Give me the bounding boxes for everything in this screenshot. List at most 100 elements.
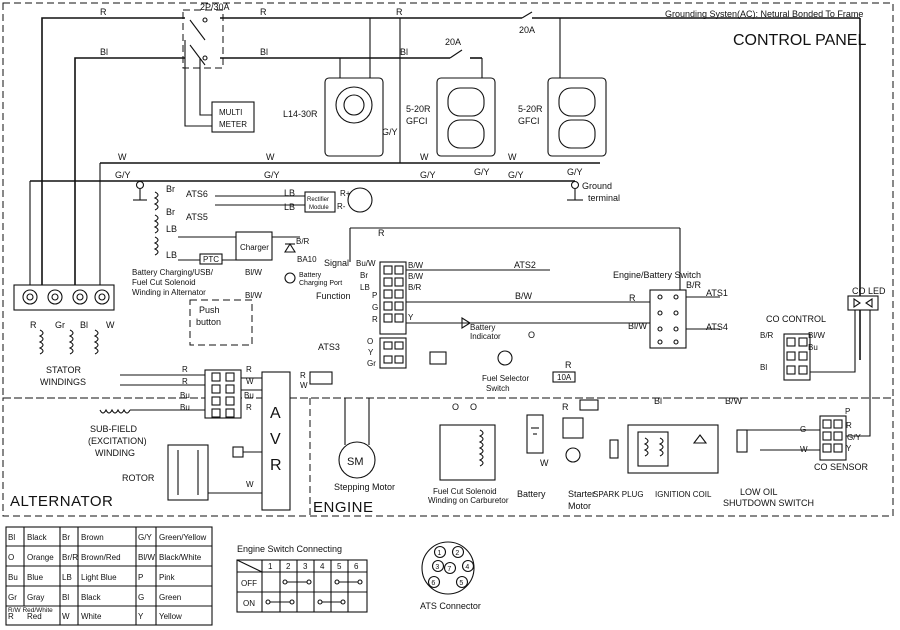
svg-text:G/Y: G/Y xyxy=(847,433,861,442)
svg-text:W: W xyxy=(420,152,429,162)
charger: Charger PTC xyxy=(199,231,273,265)
ba10-diode: B/R BA10 xyxy=(284,237,317,264)
ats-pin xyxy=(433,545,447,559)
starter-line1: Starter xyxy=(568,489,595,499)
ats2-label: ATS2 xyxy=(514,260,536,270)
svg-text:R: R xyxy=(378,228,385,238)
co-led-label: CO LED xyxy=(852,286,886,296)
push-button[interactable]: Push button xyxy=(189,299,253,346)
push-button-line2: button xyxy=(196,317,221,327)
charging-winding-line3: Winding in Alternator xyxy=(132,288,206,297)
gfci2-line2: GFCI xyxy=(518,116,540,126)
legend-code: O xyxy=(8,553,14,562)
ptc-label: PTC xyxy=(203,255,219,264)
legend-name: Black/White xyxy=(159,553,202,562)
svg-text:LB: LB xyxy=(284,188,295,198)
svg-text:B/R: B/R xyxy=(296,237,310,246)
machine-frame xyxy=(2,397,894,517)
svg-text:LB: LB xyxy=(166,250,177,260)
svg-text:Y: Y xyxy=(846,444,852,453)
engine-switch-col: 3 xyxy=(303,562,308,571)
svg-text:R: R xyxy=(30,320,37,330)
breaker-20a-top-label: 20A xyxy=(519,25,535,35)
ats3-connector: ATS3 O Y Gr xyxy=(318,337,407,369)
ground-terminal-line1: Ground xyxy=(582,181,612,191)
svg-text:G/Y: G/Y xyxy=(382,127,398,137)
svg-text:R: R xyxy=(182,377,188,386)
legend-code: Br/R xyxy=(62,553,78,562)
breaker-20a-mid-label: 20A xyxy=(445,37,461,47)
ats-pin-number: 4 xyxy=(465,564,469,571)
svg-text:Bl: Bl xyxy=(654,396,662,406)
signal-label: Signal xyxy=(324,258,349,268)
legend-name: Gray xyxy=(27,593,44,602)
svg-text:Bl/W: Bl/W xyxy=(808,331,825,340)
svg-text:G/Y: G/Y xyxy=(264,170,280,180)
grounding-note: Grounding Systen(AC): Netural Bonded To … xyxy=(665,9,863,19)
ats-pin xyxy=(455,575,469,589)
svg-text:B/W: B/W xyxy=(408,272,424,281)
ats-pin-number: 2 xyxy=(455,550,459,557)
battery-charging-port: Battery Charging Port Bl/W Bl/W xyxy=(245,268,342,300)
rotor-label: ROTOR xyxy=(122,473,155,483)
battery: W Battery xyxy=(517,414,549,499)
rectifier-line1: Rectifier xyxy=(307,197,329,203)
stator-line1: STATOR xyxy=(46,365,82,375)
svg-text:P: P xyxy=(845,407,850,416)
avr-r: R xyxy=(270,457,282,474)
charging-winding-line2: Fuel Cut Solenoid xyxy=(132,278,196,287)
svg-text:Bu: Bu xyxy=(808,343,818,352)
ba10-label: BA10 xyxy=(297,255,317,264)
fuse-label: 10A xyxy=(557,373,572,382)
ats-pin-number: 5 xyxy=(459,580,463,587)
legend-name: Green xyxy=(159,593,181,602)
panel-title: CONTROL PANEL xyxy=(733,32,866,49)
function-label: Function xyxy=(316,291,351,301)
svg-text:G: G xyxy=(372,303,378,312)
fuel-cut-line2: Winding on Carburetor xyxy=(428,496,509,505)
spark-plug-label: SPARK PLUG xyxy=(593,490,644,499)
ats6-label: ATS6 xyxy=(186,189,208,199)
legend-code: Bl xyxy=(62,593,69,602)
charging-winding-line1: Battery Charging/USB/ xyxy=(132,268,214,277)
svg-text:Bl: Bl xyxy=(80,320,88,330)
l14-30r-receptacle: L14-30R xyxy=(283,77,384,157)
legend-code: LB xyxy=(62,573,72,582)
low-oil-line1: LOW OIL xyxy=(740,487,778,497)
svg-text:R: R xyxy=(565,360,572,370)
gfci2-line1: 5-20R xyxy=(518,104,543,114)
svg-text:W: W xyxy=(246,480,254,489)
subfield-line3: WINDING xyxy=(95,448,135,458)
svg-text:R: R xyxy=(246,403,252,412)
co-control: CO CONTROL B/R Bl/W Bu Bl xyxy=(760,314,826,381)
svg-text:R: R xyxy=(372,315,378,324)
svg-text:Bu: Bu xyxy=(180,403,190,412)
main-connector: Bu/W Br LB B/W B/W B/R P G R Y xyxy=(356,259,424,335)
ats-pin xyxy=(443,561,457,575)
low-oil-line2: SHUTDOWN SWITCH xyxy=(723,498,814,508)
avr-connector: R R Bu Bu R W Bu R xyxy=(180,365,254,419)
section-engine: ENGINE xyxy=(313,499,374,516)
push-button-line1: Push xyxy=(199,305,220,315)
svg-text:O: O xyxy=(528,330,535,340)
fuel-selector-switch[interactable]: Fuel Selector Switch xyxy=(429,350,529,393)
ats-pin-number: 7 xyxy=(447,566,451,573)
low-oil-switch: B/W LOW OIL SHUTDOWN SWITCH xyxy=(723,396,814,508)
ats-connector-label: ATS Connector xyxy=(420,601,481,611)
engine-switch-col: 1 xyxy=(268,562,273,571)
legend-name: Black xyxy=(27,533,48,542)
svg-text:O: O xyxy=(470,402,477,412)
fuel-selector-line1: Fuel Selector xyxy=(482,374,529,383)
svg-text:W: W xyxy=(300,381,308,390)
svg-text:B/W: B/W xyxy=(515,291,533,301)
legend-code: Bu xyxy=(8,573,18,582)
legend-name: Orange xyxy=(27,553,54,562)
legend-name: Blue xyxy=(27,573,44,582)
engine-battery-switch[interactable]: Engine/Battery Switch B/R ATS1 ATS4 Bl/W… xyxy=(613,270,728,349)
subfield-line2: (EXCITATION) xyxy=(88,436,147,446)
svg-text:O: O xyxy=(452,402,459,412)
svg-text:R: R xyxy=(300,371,306,380)
fuel-cut-solenoid: O O Fuel Cut Solenoid Winding on Carbure… xyxy=(428,402,509,505)
ats-pin xyxy=(461,559,475,573)
avr: A V R W xyxy=(241,371,291,511)
